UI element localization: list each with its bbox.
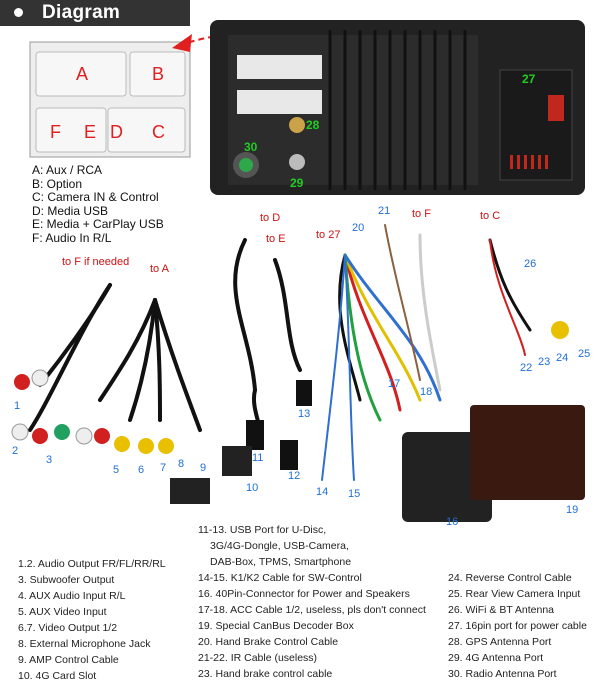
part-item: 3. Subwoofer Output: [18, 574, 115, 586]
rca-plugs: [11, 321, 569, 454]
cable-bundle: [28, 224, 532, 481]
cable-number-7: 7: [160, 462, 167, 474]
part-item: 9. AMP Control Cable: [18, 654, 119, 666]
part-item: 26. WiFi & BT Antenna: [448, 604, 555, 616]
plug-letter-b: B: [152, 64, 165, 84]
part-item: 17-18. ACC Cable 1/2, useless, pls don't…: [198, 604, 426, 616]
cable-number-13: 13: [298, 408, 311, 420]
header-dot-icon: [14, 8, 23, 17]
cable-number-24: 24: [556, 352, 569, 364]
cable-number-17: 17: [388, 378, 401, 390]
cable-number-21: 21: [378, 205, 391, 217]
part-item: 30. Radio Antenna Port: [448, 668, 557, 680]
cable-number-12: 12: [288, 470, 301, 482]
cable-number-1: 1: [14, 400, 21, 412]
cable-number-10: 10: [246, 482, 259, 494]
head-unit-back: [210, 20, 585, 195]
part-item: 23. Hand brake control cable: [198, 668, 333, 680]
plug-letter-c: C: [152, 122, 165, 142]
plug-letter-f: F: [50, 122, 61, 142]
part-item: 6.7. Video Output 1/2: [18, 622, 118, 634]
part-item: 10. 4G Card Slot: [18, 670, 97, 682]
part-item: 14-15. K1/K2 Cable for SW-Control: [198, 572, 362, 584]
part-item: 29. 4G Antenna Port: [448, 652, 544, 664]
port-label-29: 29: [290, 176, 304, 190]
callout-to-27: to 27: [316, 229, 341, 241]
part-item: 21-22. IR Cable (useless): [198, 652, 318, 664]
part-item: 5. AUX Video Input: [18, 606, 107, 618]
power-connector: [402, 405, 585, 522]
legend-item: A: Aux / RCA: [32, 163, 103, 177]
port-label-28: 28: [306, 118, 320, 132]
callout-to-a: to A: [150, 263, 169, 275]
cable-number-9: 9: [200, 462, 207, 474]
cable-number-18: 18: [420, 386, 433, 398]
cable-number-23: 23: [538, 356, 551, 368]
cable-number-6: 6: [138, 464, 145, 476]
cable-number-2: 2: [12, 445, 19, 457]
callout-to-e: to E: [266, 233, 286, 245]
cable-number-25: 25: [578, 348, 591, 360]
connector-legend: A: Aux / RCA B: Option C: Camera IN & Co…: [32, 163, 164, 245]
part-item: 11-13. USB Port for U-Disc,: [198, 524, 327, 536]
connector-closeup: [29, 41, 191, 158]
cable-number-14: 14: [316, 486, 329, 498]
page-title: Diagram: [42, 2, 121, 23]
header-bar: Diagram: [0, 0, 190, 26]
cable-number-22: 22: [520, 362, 533, 374]
port-label-30: 30: [244, 140, 258, 154]
part-item: 24. Reverse Control Cable: [448, 572, 572, 584]
callout-to-f-if-needed: to F if needed: [62, 256, 130, 268]
part-item: 25. Rear View Camera Input: [448, 588, 581, 600]
parts-list-col2: 11-13. USB Port for U-Disc, 3G/4G-Dongle…: [198, 522, 426, 682]
cable-number-19: 19: [566, 504, 579, 516]
cable-number-16: 16: [446, 516, 459, 528]
part-item: 28. GPS Antenna Port: [448, 636, 552, 648]
parts-list-col1: 1.2. Audio Output FR/FL/RR/RL 3. Subwoof…: [18, 556, 166, 684]
legend-item: F: Audio In R/L: [32, 230, 112, 245]
legend-item: B: Option: [32, 176, 83, 191]
part-item: 1.2. Audio Output FR/FL/RR/RL: [18, 558, 166, 570]
cable-number-3: 3: [46, 454, 53, 466]
parts-list-col3: 24. Reverse Control Cable 25. Rear View …: [448, 570, 587, 682]
legend-item: C: Camera IN & Control: [32, 190, 159, 204]
plug-letter-e: E: [84, 122, 97, 142]
cable-number-5: 5: [113, 464, 120, 476]
part-item: 16. 40Pin-Connector for Power and Speake…: [198, 588, 410, 600]
callout-to-f: to F: [412, 208, 431, 220]
callout-to-c: to C: [480, 210, 501, 222]
part-item: 27. 16pin port for power cable: [448, 620, 587, 632]
part-item: 4. AUX Audio Input R/L: [18, 590, 126, 602]
part-item: 3G/4G-Dongle, USB-Camera,: [210, 540, 349, 552]
part-item: 20. Hand Brake Control Cable: [198, 636, 339, 648]
part-item: 19. Special CanBus Decoder Box: [198, 620, 354, 632]
cable-number-20: 20: [352, 222, 365, 234]
cable-number-15: 15: [348, 488, 361, 500]
plug-letter-d: D: [110, 122, 123, 142]
port-label-27: 27: [522, 72, 536, 86]
callout-to-d: to D: [260, 212, 281, 224]
cable-number-11: 11: [252, 452, 264, 464]
legend-item: E: Media + CarPlay USB: [32, 217, 164, 231]
plug-letter-a: A: [76, 64, 89, 84]
arrow-head-icon: [172, 34, 192, 52]
part-item: DAB-Box, TPMS, Smartphone: [210, 556, 352, 568]
legend-item: D: Media USB: [32, 203, 109, 218]
part-item: 8. External Microphone Jack: [18, 638, 151, 650]
cable-number-26: 26: [524, 258, 537, 270]
usb-connectors: [170, 380, 312, 504]
cable-number-8: 8: [178, 458, 185, 470]
